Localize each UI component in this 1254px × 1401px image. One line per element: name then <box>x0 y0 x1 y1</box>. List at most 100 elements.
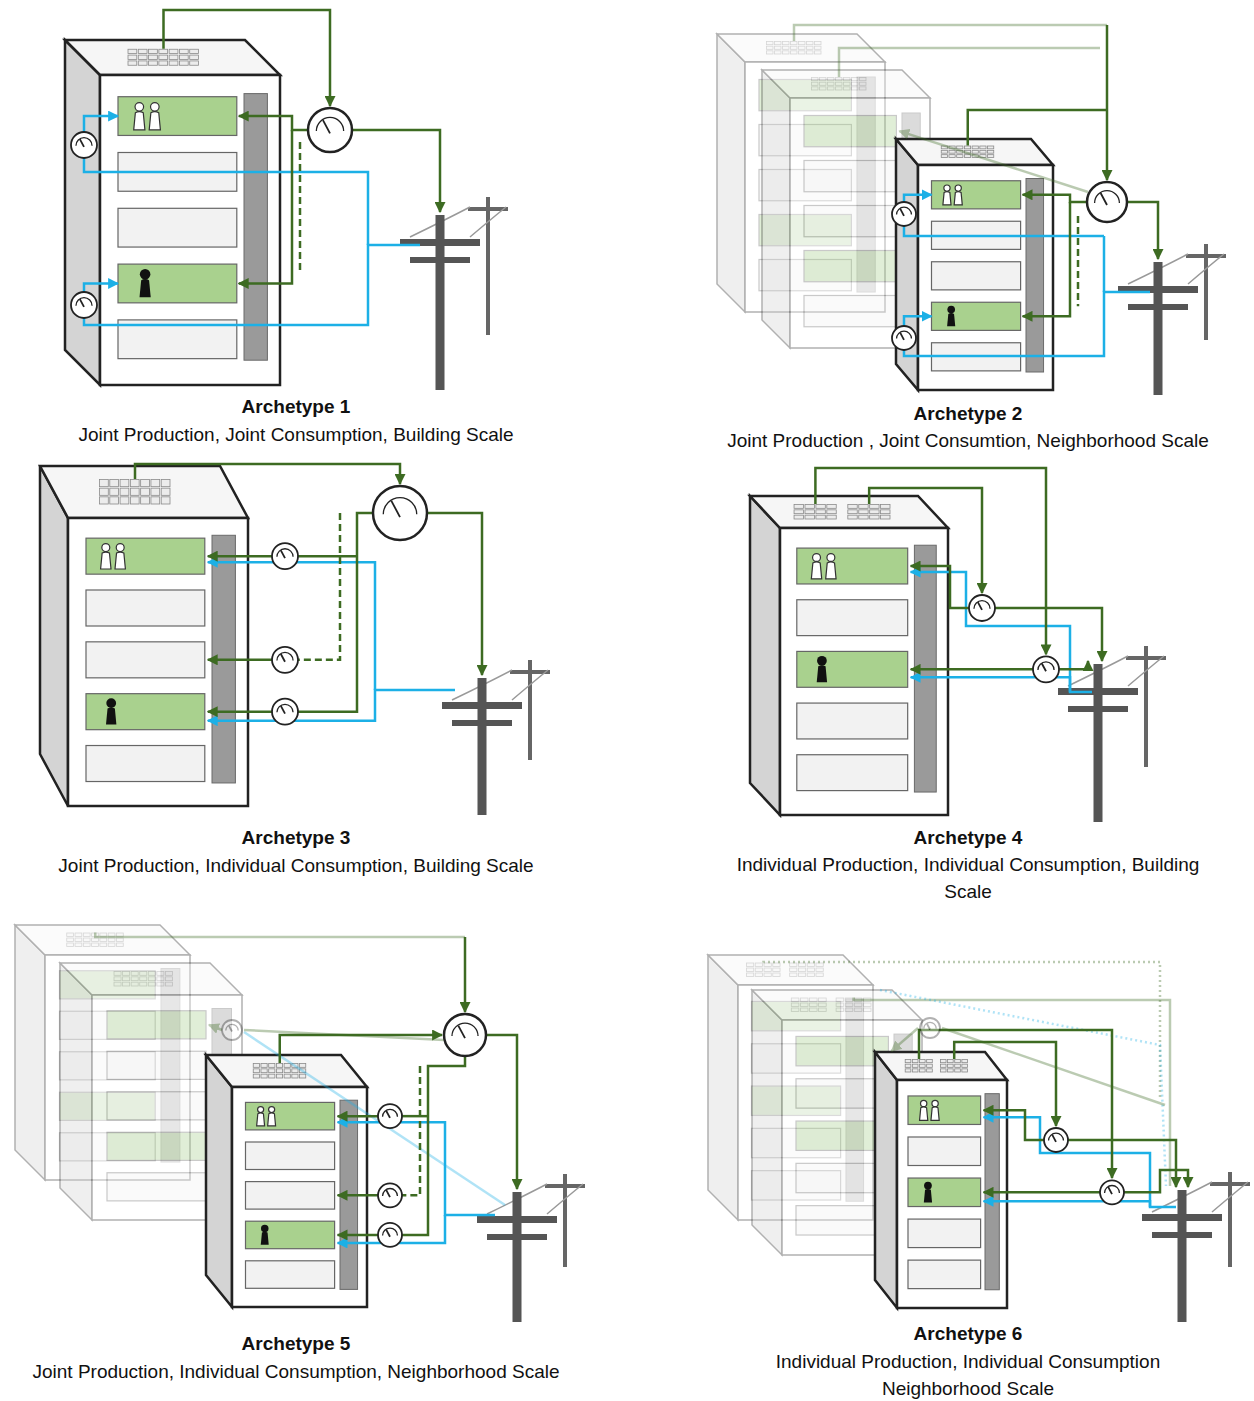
building-side <box>15 925 45 1180</box>
solar-cell <box>128 55 137 59</box>
power-line <box>869 488 982 593</box>
apartment <box>908 1137 981 1166</box>
meter-scale <box>277 704 293 712</box>
meter-symbol <box>1087 182 1127 222</box>
solar-cell <box>859 515 868 519</box>
meter-face <box>892 326 916 350</box>
apartment-participating <box>804 251 896 282</box>
solar-cell <box>941 150 947 153</box>
power-line <box>298 513 373 712</box>
apartment-participating <box>246 1221 335 1249</box>
solar-cell <box>790 963 797 967</box>
person-body <box>257 1113 265 1126</box>
solar-cell <box>820 78 827 81</box>
meter-scale <box>897 331 912 338</box>
solar-cell <box>800 1008 808 1012</box>
solar-cell <box>845 1008 853 1012</box>
grid-line <box>84 245 420 325</box>
building-side <box>750 496 780 815</box>
solar-cell <box>927 1064 933 1067</box>
apartment <box>804 296 896 327</box>
power-line <box>208 659 272 662</box>
pole-back <box>1144 646 1148 767</box>
solar-cell <box>108 938 115 942</box>
building-front <box>232 1087 367 1307</box>
power-line <box>298 513 340 660</box>
solar-cell <box>807 968 814 972</box>
solar-cell <box>844 82 851 85</box>
solar-cell <box>798 973 805 977</box>
solar-cell <box>269 1064 275 1068</box>
power-line <box>338 1115 378 1118</box>
solar-cell <box>805 515 814 519</box>
solar-cell <box>863 1008 871 1012</box>
solar-cell <box>836 1008 844 1012</box>
power-line <box>239 130 292 283</box>
utility-pole <box>442 660 550 815</box>
solar-cell <box>819 1003 827 1007</box>
building <box>65 40 280 385</box>
solar-cell <box>794 510 803 514</box>
solar-cell <box>110 488 119 495</box>
solar-cell <box>827 505 836 509</box>
pole <box>478 678 487 815</box>
solar-cell <box>912 1060 918 1063</box>
power-line <box>486 1035 517 1189</box>
meter-scale <box>974 601 990 609</box>
meter-symbol <box>71 292 97 318</box>
meter-needle <box>386 1230 390 1237</box>
apartment-participating <box>804 116 896 147</box>
solar-cell <box>927 1060 933 1063</box>
solar-cell <box>120 497 129 504</box>
apartment <box>86 642 205 678</box>
meter-needle <box>1101 193 1107 205</box>
solar-cell <box>816 963 823 967</box>
solar-cell <box>100 497 109 504</box>
solar-cell <box>940 1060 946 1063</box>
grid-line <box>904 292 1150 356</box>
power-wire <box>1068 656 1164 686</box>
building-side <box>65 40 100 385</box>
meter-scale <box>897 207 912 214</box>
meter-face <box>373 486 427 540</box>
solar-cell <box>836 1003 844 1007</box>
meter-scale <box>76 138 92 146</box>
solar-cell <box>764 963 771 967</box>
power-line <box>208 555 272 558</box>
archetype-title: Archetype 1 <box>0 393 596 420</box>
meter-needle <box>900 333 904 340</box>
solar-cell <box>157 977 164 981</box>
solar-cell <box>800 1003 808 1007</box>
solar-cell <box>292 1069 298 1073</box>
solar-cell <box>844 78 851 81</box>
meter-symbol <box>378 1183 402 1207</box>
solar-cell <box>755 968 762 972</box>
solar-cell <box>810 1008 818 1012</box>
person-body <box>811 562 821 579</box>
meter-scale <box>316 117 343 131</box>
meter-needle <box>900 209 904 216</box>
solar-cell <box>980 150 986 153</box>
solar-cell <box>149 61 158 65</box>
solar-cell <box>820 82 827 85</box>
building-side <box>762 70 790 348</box>
solar-cell <box>807 973 814 977</box>
meter-symbol <box>1033 656 1059 682</box>
pole-back <box>1204 244 1208 340</box>
building-side <box>40 466 68 806</box>
solar-cell <box>120 480 129 487</box>
solar-cell <box>114 972 121 976</box>
building <box>40 466 248 806</box>
meter-scale <box>383 1109 398 1116</box>
solar-cell <box>816 510 825 514</box>
solar-cell <box>110 480 119 487</box>
solar-cell <box>169 61 178 65</box>
solar-cell <box>815 51 822 54</box>
meter-needle <box>458 1026 465 1039</box>
grid-line <box>1103 236 1106 292</box>
solar-cell <box>859 510 868 514</box>
power-wire <box>410 207 506 237</box>
person-head <box>102 544 110 552</box>
solar-cell <box>812 78 819 81</box>
